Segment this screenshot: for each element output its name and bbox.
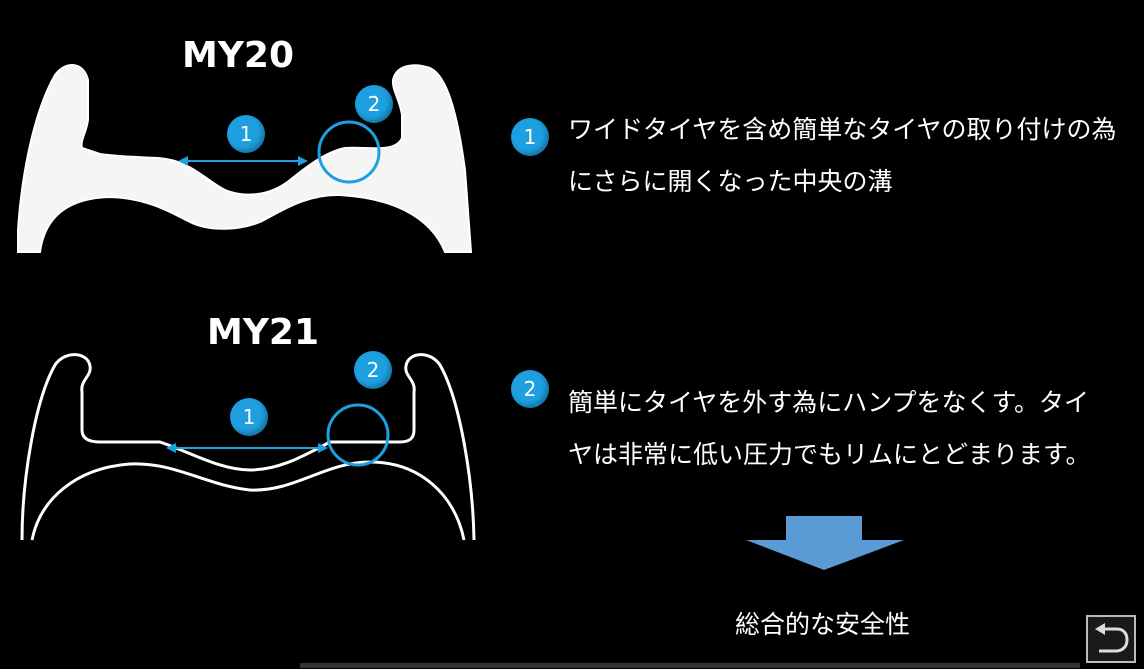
- my21-title: MY21: [207, 312, 319, 353]
- note-1-badge: 1: [511, 118, 549, 156]
- note-2-text: 簡単にタイヤを外す為にハンプをなくす。タイ ヤは非常に低い圧力でもリムにとどまり…: [568, 377, 1091, 481]
- my20-arrow-left-head: [178, 156, 188, 166]
- note-2-line-1: 簡単にタイヤを外す為にハンプをなくす。タイ: [568, 388, 1090, 417]
- note-1-line-2: にさらに開くなった中央の溝: [568, 167, 893, 196]
- note-2-line-2: ヤは非常に低い圧力でもリムにとどまります。: [568, 440, 1091, 469]
- horizontal-scrollbar[interactable]: [300, 663, 1080, 668]
- note-1-line-1: ワイドタイヤを含め簡単なタイヤの取り付けの為: [568, 115, 1117, 144]
- my21-rim-outer-profile: [20, 353, 476, 541]
- my20-arrow-right-head: [298, 156, 308, 166]
- my21-badge-2: 2: [354, 351, 392, 389]
- down-arrow-icon: [746, 516, 904, 570]
- my20-title: MY20: [182, 35, 294, 76]
- conclusion-text: 総合的な安全性: [735, 610, 911, 639]
- my20-rim-profile: [17, 64, 473, 253]
- my21-arrow-right-head: [318, 443, 328, 453]
- my21-hump-circle: [326, 403, 390, 467]
- back-button[interactable]: [1086, 615, 1136, 663]
- my20-badge-1: 1: [227, 115, 265, 153]
- my20-badge-2: 2: [355, 85, 393, 123]
- note-1-text: ワイドタイヤを含め簡単なタイヤの取り付けの為 にさらに開くなった中央の溝: [568, 104, 1117, 208]
- back-arrow-icon: [1095, 623, 1129, 653]
- note-2-badge: 2: [511, 370, 549, 408]
- my20-hump-circle: [317, 120, 381, 184]
- my21-rim-inner-profile: [30, 460, 466, 541]
- my21-badge-1: 1: [230, 398, 268, 436]
- my21-arrow-left-head: [166, 443, 176, 453]
